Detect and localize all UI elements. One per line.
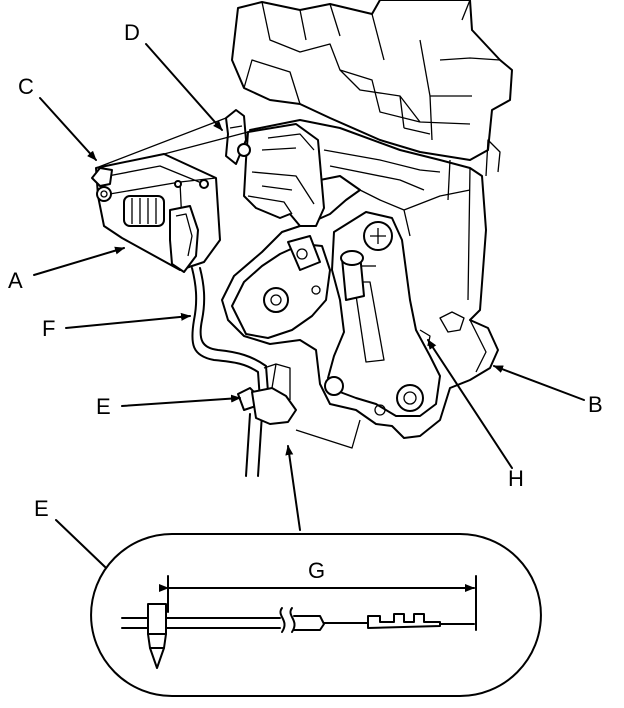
- alignment-lines: [95, 117, 361, 449]
- callout-b: B: [588, 392, 603, 417]
- callout-e-inset: E: [34, 496, 49, 521]
- callout-g: G: [308, 558, 325, 583]
- callout-f: F: [42, 316, 55, 341]
- callout-e-main: E: [96, 394, 111, 419]
- cable-f: [191, 267, 269, 477]
- inset-detail: [90, 533, 542, 697]
- actuator-a: [91, 153, 221, 273]
- callout-c: C: [18, 74, 34, 99]
- heater-housing-b: [221, 0, 513, 439]
- callout-d: D: [124, 20, 140, 45]
- cable-holder-e: [237, 363, 297, 425]
- callout-h: H: [508, 466, 524, 491]
- callout-a: A: [8, 268, 23, 293]
